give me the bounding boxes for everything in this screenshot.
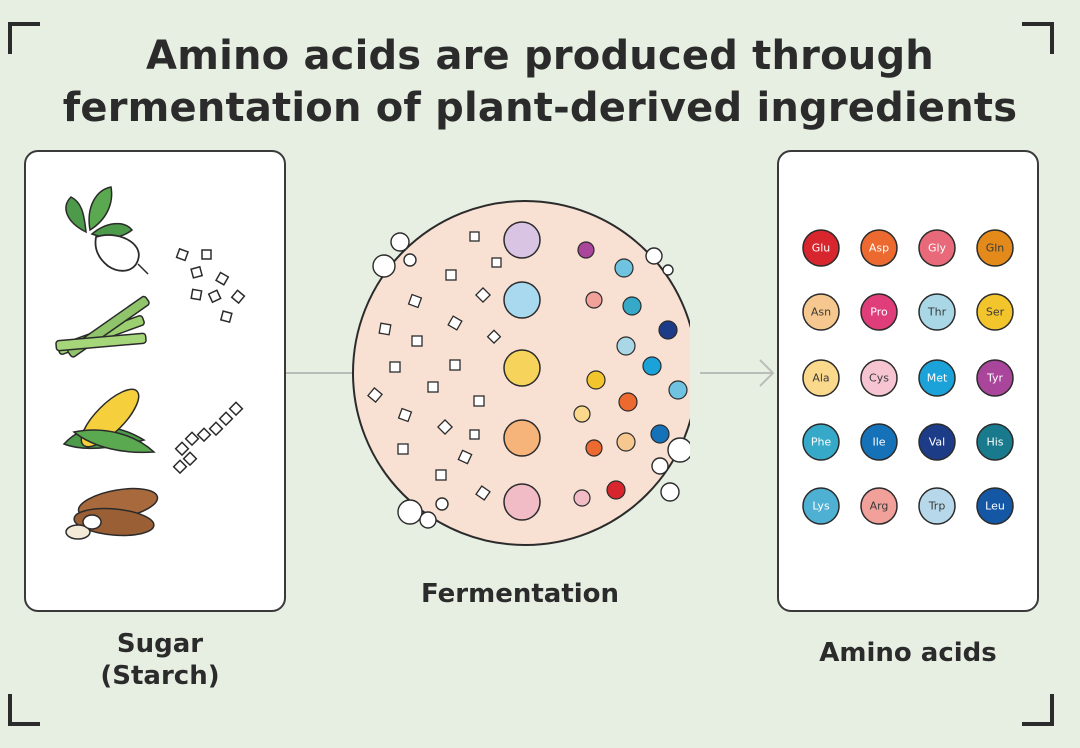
corn-icon: [62, 388, 156, 454]
amino-acid-glu: Glu: [802, 229, 840, 267]
amino-acid-circle: [918, 229, 956, 267]
amino-acid-phe: Phe: [802, 423, 840, 461]
amino-acid-label: Gln: [986, 242, 1005, 255]
starch-chain-icon: [172, 401, 244, 475]
frame-corner-bottom-right: [1022, 694, 1054, 726]
title-line-2: fermentation of plant-derived ingredient…: [62, 85, 1018, 131]
sugar-starch-label: Sugar (Starch): [60, 628, 260, 692]
amino-acid-label: Tyr: [986, 372, 1004, 385]
amino-acid-tyr: Tyr: [976, 359, 1014, 397]
amino-acid-cys: Cys: [860, 359, 898, 397]
sugar-label: Sugar: [116, 629, 204, 659]
amino-acid-asp: Asp: [860, 229, 898, 267]
amino-acid-label: Ser: [986, 306, 1005, 319]
amino-acid-label: Val: [929, 436, 945, 449]
amino-acid-circle: [802, 293, 840, 331]
amino-acids-label: Amino acids: [819, 638, 997, 668]
amino-acid-circle: [802, 359, 840, 397]
amino-acid-label: Leu: [985, 500, 1005, 513]
amino-acid-circle: [976, 293, 1014, 331]
amino-acid-label: Pro: [870, 306, 888, 319]
amino-acid-his: His: [976, 423, 1014, 461]
amino-acid-thr: Thr: [918, 293, 956, 331]
amino-acid-gly: Gly: [918, 229, 956, 267]
bubbles: [372, 232, 690, 529]
amino-acid-circle: [860, 487, 898, 525]
amino-acid-label: Ile: [872, 436, 885, 449]
page-title: Amino acids are produced through ferment…: [0, 30, 1080, 134]
amino-acid-label: Met: [927, 372, 948, 385]
sugar-beet-icon: [65, 186, 149, 275]
sugar-crystals-icon: [175, 247, 246, 324]
amino-acid-label: Cys: [869, 372, 889, 385]
amino-acid-gln: Gln: [976, 229, 1014, 267]
frame-corner-bottom-left: [8, 694, 40, 726]
amino-acid-pro: Pro: [860, 293, 898, 331]
amino-acid-circle: [976, 423, 1014, 461]
amino-acid-label: Glu: [812, 242, 831, 255]
frame-corner-top-right: [1022, 22, 1054, 54]
microbes: [503, 221, 541, 521]
amino-acid-trp: Trp: [918, 487, 956, 525]
amino-acid-circle: [802, 487, 840, 525]
amino-acid-label: Lys: [812, 500, 830, 513]
amino-acid-circle: [802, 423, 840, 461]
amino-acid-val: Val: [918, 423, 956, 461]
fermentation-diagram: [352, 200, 690, 546]
arrow-right-head: [759, 359, 775, 387]
amino-acid-ile: Ile: [860, 423, 898, 461]
cassava-icon: [65, 487, 159, 540]
amino-acid-met: Met: [918, 359, 956, 397]
amino-acid-circle: [976, 229, 1014, 267]
amino-acid-circle: [860, 293, 898, 331]
starch-label: (Starch): [100, 661, 220, 691]
crystals-in-tank: [367, 231, 502, 501]
amino-acid-label: Arg: [870, 500, 889, 513]
fermentation-label: Fermentation: [420, 579, 620, 609]
amino-acid-asn: Asn: [802, 293, 840, 331]
amino-acid-label: Asn: [811, 306, 831, 319]
amino-acid-circle: [860, 229, 898, 267]
amino-acid-circle: [918, 293, 956, 331]
amino-acid-arg: Arg: [860, 487, 898, 525]
title-line-1: Amino acids are produced through: [146, 33, 934, 79]
ingredients-illustration: [55, 186, 246, 540]
sugarcane-icon: [55, 295, 150, 358]
ingredients-panel: [24, 150, 286, 612]
amino-acid-label: Gly: [928, 242, 947, 255]
amino-acid-label: Thr: [927, 306, 947, 319]
amino-acid-circle: [918, 487, 956, 525]
amino-acid-circle: [918, 423, 956, 461]
amino-acid-label: Trp: [928, 500, 946, 513]
amino-acid-ala: Ala: [802, 359, 840, 397]
amino-acid-circle: [918, 359, 956, 397]
amino-acid-leu: Leu: [976, 487, 1014, 525]
amino-acid-circle: [976, 359, 1014, 397]
amino-acid-label: Phe: [811, 436, 832, 449]
amino-acid-circle: [802, 229, 840, 267]
amino-acid-circle: [860, 359, 898, 397]
amino-acid-circle: [860, 423, 898, 461]
droplets: [573, 241, 688, 507]
amino-acid-circle: [976, 487, 1014, 525]
amino-acid-ser: Ser: [976, 293, 1014, 331]
amino-acid-lys: Lys: [802, 487, 840, 525]
amino-acid-label: His: [986, 436, 1003, 449]
amino-acid-label: Ala: [812, 372, 829, 385]
amino-acid-label: Asp: [869, 242, 889, 255]
frame-corner-top-left: [8, 22, 40, 54]
